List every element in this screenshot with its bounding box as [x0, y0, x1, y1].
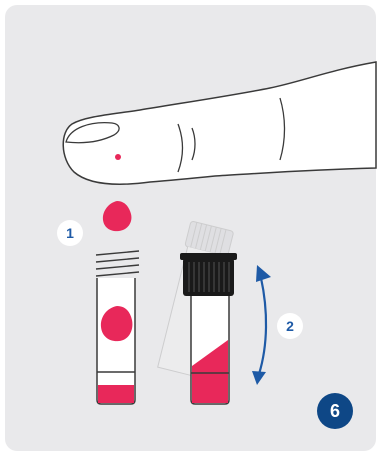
double-arrow-icon — [252, 265, 271, 385]
step-2-badge: 2 — [277, 313, 303, 339]
finger-icon — [63, 62, 376, 184]
blood-drop-icon — [103, 201, 132, 231]
open-tube-icon — [96, 251, 139, 404]
page-step-badge: 6 — [317, 393, 353, 429]
capped-tube-icon — [155, 221, 237, 404]
step-1-badge: 1 — [57, 220, 83, 246]
